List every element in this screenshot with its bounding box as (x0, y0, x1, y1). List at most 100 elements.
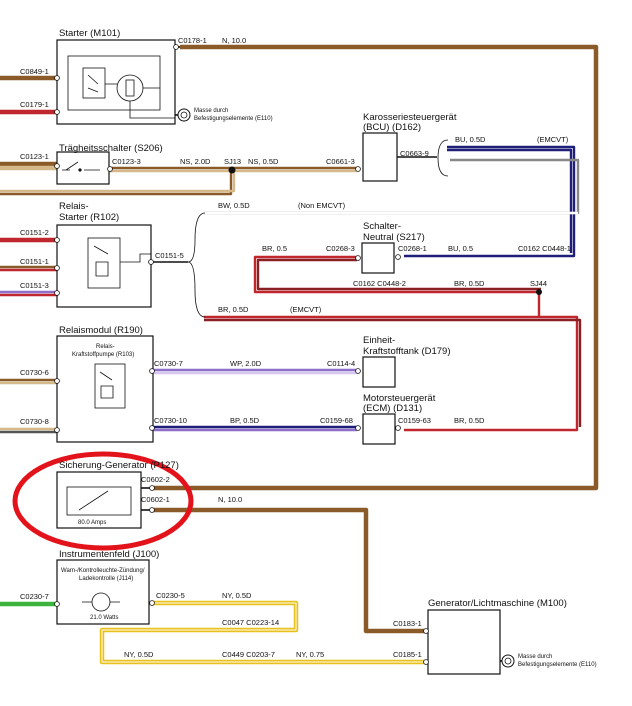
wire-label-emcvt1: (EMCVT) (537, 135, 569, 144)
label-neutral-a: Schalter- (363, 221, 401, 232)
conn-c0151-2: C0151-2 (20, 228, 49, 237)
wire-label-nonemcvt: (Non EMCVT) (298, 201, 346, 210)
conn-c0230-5: C0230-5 (156, 591, 185, 600)
conn-c0151-5: C0151-5 (155, 251, 184, 260)
wire-label-ns05: NS, 0.5D (248, 157, 279, 166)
conn-c0268-3: C0268-3 (326, 244, 355, 253)
conn-c0185: C0185-1 (393, 650, 422, 659)
label-fuse-rating: 80.0 Amps (78, 520, 106, 526)
conn-c0230-7: C0230-7 (20, 592, 49, 601)
label-ground2-a: Masse durch (518, 654, 552, 660)
wire-label-br05c: BR, 0.5D (218, 305, 249, 314)
relay-starter-block (56, 212, 206, 318)
label-ground1-b: Befestigungselemente (E110) (194, 116, 273, 122)
fuse-block (56, 471, 151, 529)
conn-c0849: C0849-1 (20, 67, 49, 76)
neutral-switch-block (361, 242, 395, 274)
wire-label-n10b: N, 10.0 (218, 495, 242, 504)
wire-label-br05a: BR, 0.5 (262, 244, 287, 253)
conn-sj44: SJ44 (530, 279, 547, 288)
label-pump-b: Kraftstofftank (D179) (363, 346, 450, 357)
conn-c0730-7: C0730-7 (154, 359, 183, 368)
wire-br-neutral-b (256, 258, 541, 291)
wire-label-ny05b: NY, 0.5D (124, 650, 154, 659)
conn-c0268-1: C0268-1 (398, 244, 427, 253)
cluster-block (56, 559, 150, 625)
splice-sj44 (536, 289, 542, 295)
conn-c0730-10: C0730-10 (154, 416, 187, 425)
conn-c0730-8: C0730-8 (20, 417, 49, 426)
conn-c0730-6: C0730-6 (20, 368, 49, 377)
label-alt: Generator/Lichtmaschine (M100) (428, 598, 567, 609)
connector-labels: C0849-1 C0179-1 C0178-1 C0123-1 C0123-3 … (20, 36, 571, 659)
label-fuse: Sicherung-Generator (P127) (59, 460, 179, 471)
component-labels: Starter (M101) Masse durch Befestigungse… (59, 28, 597, 668)
conn-c0151-3: C0151-3 (20, 281, 49, 290)
label-bcu-b: (BCU) (D162) (363, 122, 421, 133)
conn-c0159-63: C0159-63 (398, 416, 431, 425)
splice-sj13 (228, 166, 236, 174)
label-pump-a: Einheit- (363, 335, 395, 346)
wire-labels: N, 10.0 NS, 2.0D NS, 0.5D BU, 0.5D (EMCV… (124, 36, 569, 659)
conn-c0162a: C0162 C0448-1 (518, 244, 571, 253)
wire-label-bp05: BP, 0.5D (230, 416, 260, 425)
label-starter: Starter (M101) (59, 28, 120, 39)
conn-c0159-68: C0159-68 (320, 416, 353, 425)
conn-c0178: C0178-1 (178, 36, 207, 45)
wire-bu-bcu (404, 145, 576, 258)
wire-label-br05b: BR, 0.5D (454, 279, 485, 288)
wire-bu-bcu-b (447, 148, 573, 253)
label-warn-b: Ladekontrolle (J114) (79, 576, 133, 582)
wire-label-ny075: NY, 0.75 (296, 650, 324, 659)
label-cluster: Instrumentenfeld (J100) (59, 549, 159, 560)
conn-c0123: C0123-1 (20, 152, 49, 161)
conn-c0602-2: C0602-2 (141, 475, 170, 484)
alternator-block (427, 609, 515, 675)
label-bcu-a: Karosseriesteuergerät (363, 112, 457, 123)
inertia-switch-block (56, 151, 236, 185)
wire-label-ny05a: NY, 0.5D (222, 591, 252, 600)
label-ground2-b: Befestigungselemente (E110) (518, 662, 597, 668)
label-relay-b: Starter (R102) (59, 212, 119, 223)
wire-n-10-main (151, 44, 599, 491)
wire-label-ns20: NS, 2.0D (180, 157, 211, 166)
conn-c0179: C0179-1 (20, 100, 49, 109)
label-neutral-b: Neutral (S217) (363, 232, 425, 243)
label-relay-a: Relais- (59, 201, 89, 212)
relay-module-block (56, 289, 542, 443)
wire-label-bu05b: BU, 0.5 (448, 244, 473, 253)
wire-sj13-down-b (0, 170, 236, 193)
label-relaymod: Relaismodul (R190) (59, 325, 143, 336)
wire-sj13-down-a (0, 170, 233, 196)
label-ground1-a: Masse durch (194, 108, 228, 114)
conn-c0114: C0114-4 (327, 359, 355, 368)
conn-c0047: C0047 C0223-14 (222, 618, 279, 627)
bcu-block (362, 132, 449, 182)
wire-label-wp20: WP, 2.0D (230, 359, 262, 368)
conn-sj13: SJ13 (224, 157, 241, 166)
conn-c0162b: C0162 C0448-2 (353, 279, 406, 288)
wire-label-emcvt2: (EMCVT) (290, 305, 322, 314)
starter-block (56, 39, 191, 125)
wire-label-bw05: BW, 0.5D (218, 201, 250, 210)
pump-unit-block (362, 356, 396, 388)
label-ecm-b: (ECM) (D131) (363, 403, 422, 414)
label-warn-a: Warn-/Kontrolleuchte-Zündung/ (61, 568, 145, 574)
conn-c0449: C0449 C0203-7 (222, 650, 275, 659)
label-pumprelay-b: Kraftstoffpumpe (R103) (72, 352, 134, 358)
wire-n-10-alt (151, 507, 425, 634)
wire-br-neutral (253, 255, 541, 294)
conn-c0183: C0183-1 (393, 619, 422, 628)
wire-layer (0, 44, 599, 665)
ecm-block (362, 413, 396, 445)
wire-br-emcvt-b (204, 318, 582, 427)
conn-c0151-1: C0151-1 (20, 257, 49, 266)
conn-c0661: C0661-3 (326, 157, 355, 166)
label-watts: 21.0 Watts (90, 615, 118, 621)
conn-c0123-3: C0123-3 (112, 157, 141, 166)
conn-c0663: C0663-9 (400, 149, 429, 158)
connector-pins (54, 44, 429, 665)
highlight-ellipse (12, 451, 194, 551)
label-pumprelay-a: Relais- (96, 344, 115, 350)
